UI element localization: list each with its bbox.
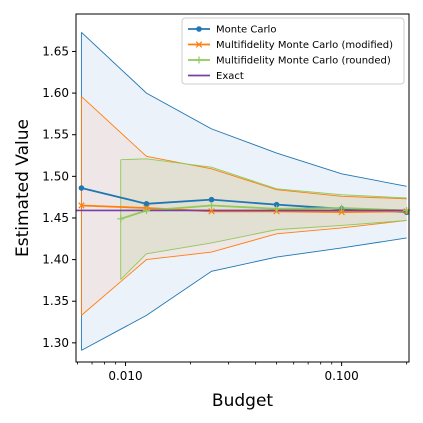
series-markers: [78, 185, 411, 223]
y-tick-label: 1.40: [42, 253, 69, 267]
band-upper-edge-0: [81, 31, 407, 187]
legend-label: Multifidelity Monte Carlo (rounded): [216, 56, 391, 67]
series-line-0: [81, 187, 407, 214]
y-tick-label: 1.60: [42, 86, 69, 100]
data-point: [338, 204, 346, 212]
y-tick-label: 1.50: [42, 169, 69, 183]
legend-label: Multifidelity Monte Carlo (modified): [216, 40, 393, 51]
data-point: [142, 206, 150, 214]
data-point: [338, 208, 345, 216]
data-point: [273, 201, 280, 208]
legend-label: Monte Carlo: [216, 25, 276, 36]
band-upper-edge-2: [120, 158, 407, 199]
legend-label: Exact: [216, 71, 244, 82]
y-tick-label: 1.35: [42, 294, 69, 308]
data-point: [208, 208, 215, 215]
band-2: [120, 158, 407, 280]
data-point: [78, 202, 85, 209]
series-line-2: [120, 204, 407, 220]
legend-box: [181, 17, 405, 85]
data-point: [208, 196, 215, 203]
band-lower-edge-1: [81, 220, 407, 316]
series-lines: [76, 31, 409, 351]
data-point: [78, 185, 85, 191]
x-tick-label: 0.100: [324, 369, 358, 383]
y-tick-label: 1.30: [42, 336, 69, 350]
y-axis-ticks: 1.30 1.35 1.40 1.45 1.50 1.55 1.60 1.65: [42, 44, 76, 350]
series-line-1: [81, 204, 407, 214]
x-axis-title: Budget: [212, 391, 273, 411]
legend-marker-2: [195, 56, 203, 64]
y-tick-label: 1.45: [42, 211, 69, 225]
y-tick-label: 1.55: [42, 128, 69, 142]
x-axis-ticks: 0.010 0.100: [77, 362, 408, 383]
confidence-bands: [81, 32, 407, 351]
data-point: [117, 215, 125, 223]
band-upper-edge-1: [81, 96, 407, 200]
x-tick-label: 0.010: [108, 369, 142, 383]
plot-frame: [75, 13, 410, 363]
y-axis-title: Estimated Value: [13, 119, 33, 257]
data-point: [143, 201, 150, 207]
data-point: [273, 205, 281, 213]
band-lower-edge-2: [120, 220, 407, 280]
legend-marker-1: [195, 41, 203, 48]
y-tick-label: 1.65: [42, 44, 69, 58]
legend-marker-0: [196, 26, 202, 32]
band-lower-edge-0: [81, 237, 407, 351]
data-point: [208, 201, 216, 209]
